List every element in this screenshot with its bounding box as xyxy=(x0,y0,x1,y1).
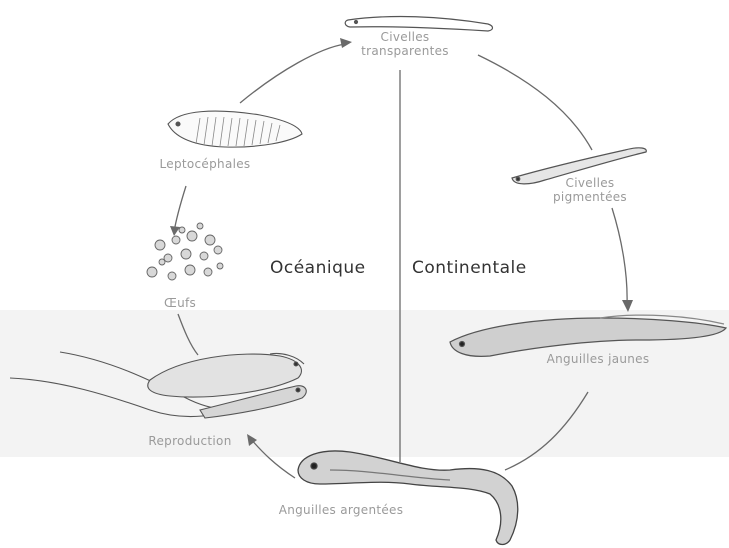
label-civelles-transparentes: Civelles transparentes xyxy=(345,30,465,58)
arc-left-middle xyxy=(178,314,198,355)
arrow-head-left xyxy=(170,226,180,236)
label-civelles-pigmentees-line2: pigmentées xyxy=(540,190,640,204)
label-anguilles-jaunes: Anguilles jaunes xyxy=(528,352,668,366)
arc-right-upper xyxy=(612,208,627,305)
silver-eel-illustration xyxy=(298,451,518,545)
label-civelles-transparentes-line1: Civelles xyxy=(345,30,465,44)
arrow-head-right xyxy=(622,300,633,312)
label-civelles-pigmentees: Civelles pigmentées xyxy=(540,176,640,204)
arc-bottom-left xyxy=(250,438,295,478)
yellow-eel-illustration xyxy=(450,315,726,356)
glass-eel-transparent-illustration xyxy=(345,17,492,31)
arc-top-right xyxy=(478,55,592,150)
label-anguilles-argentees: Anguilles argentées xyxy=(256,503,426,517)
leptocephalus-illustration xyxy=(168,111,302,147)
label-civelles-transparentes-line2: transparentes xyxy=(345,44,465,58)
reproduction-illustration xyxy=(10,352,306,418)
arc-left-upper xyxy=(174,186,186,232)
arc-right-lower xyxy=(505,392,588,470)
zone-label-oceanique: Océanique xyxy=(270,258,366,278)
zone-label-continentale: Continentale xyxy=(412,258,527,278)
eggs-illustration xyxy=(147,223,223,280)
label-leptocephales: Leptocéphales xyxy=(140,157,270,171)
arc-top-left xyxy=(240,44,345,103)
label-civelles-pigmentees-line1: Civelles xyxy=(540,176,640,190)
label-oeufs: Œufs xyxy=(150,296,210,310)
label-reproduction: Reproduction xyxy=(125,434,255,448)
